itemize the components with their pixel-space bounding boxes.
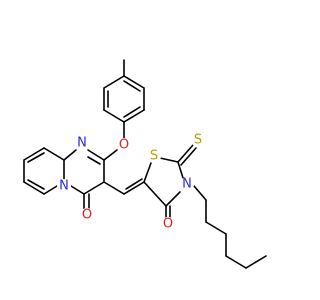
bond [193,185,207,201]
structure-svg: N N N O O O S S [23,59,267,269]
bond [103,75,125,89]
atom-o2-label: O [82,208,92,223]
bond [103,149,118,161]
bond [205,221,227,235]
atom-n3: N [180,177,194,192]
bonds [23,59,267,269]
molecule-diagram: N N N O O O S S [23,59,267,269]
bond [245,255,267,269]
bond [43,185,58,195]
atom-s2-label: S [194,133,202,148]
atom-labels: N N N O O O S S [57,133,205,232]
bond [103,109,125,123]
bond [70,185,85,195]
atom-o1: O [117,138,131,153]
atom-o3: O [161,217,175,232]
bond [23,147,45,161]
bond [125,178,143,190]
bond [63,149,77,161]
atom-s1: S [147,149,161,164]
bond [123,181,145,195]
bond [123,109,145,123]
bond [177,161,184,179]
bond [225,255,247,269]
atom-o1-label: O [119,138,129,153]
bond [143,162,152,183]
atom-n1: N [75,136,89,151]
bond [43,147,65,161]
bond [23,181,45,195]
atom-n3-label: N [182,177,192,192]
bond [103,181,125,195]
bond [123,80,141,92]
atom-o2: O [80,208,94,223]
bond [123,75,145,89]
atom-n2: N [57,179,71,194]
bond [180,147,197,166]
bond [165,191,181,207]
bond [83,181,105,195]
bond [177,144,194,163]
bond [27,152,45,163]
bond [27,179,45,190]
bond [87,156,101,165]
atom-n1-label: N [77,136,87,151]
atom-s2: S [191,133,205,148]
bond [143,181,167,207]
atom-s1-label: S [150,149,158,164]
bond [87,149,105,161]
bond [123,106,141,118]
atom-o3-label: O [163,217,173,232]
atom-n2-label: N [59,179,69,194]
bond [159,157,179,163]
